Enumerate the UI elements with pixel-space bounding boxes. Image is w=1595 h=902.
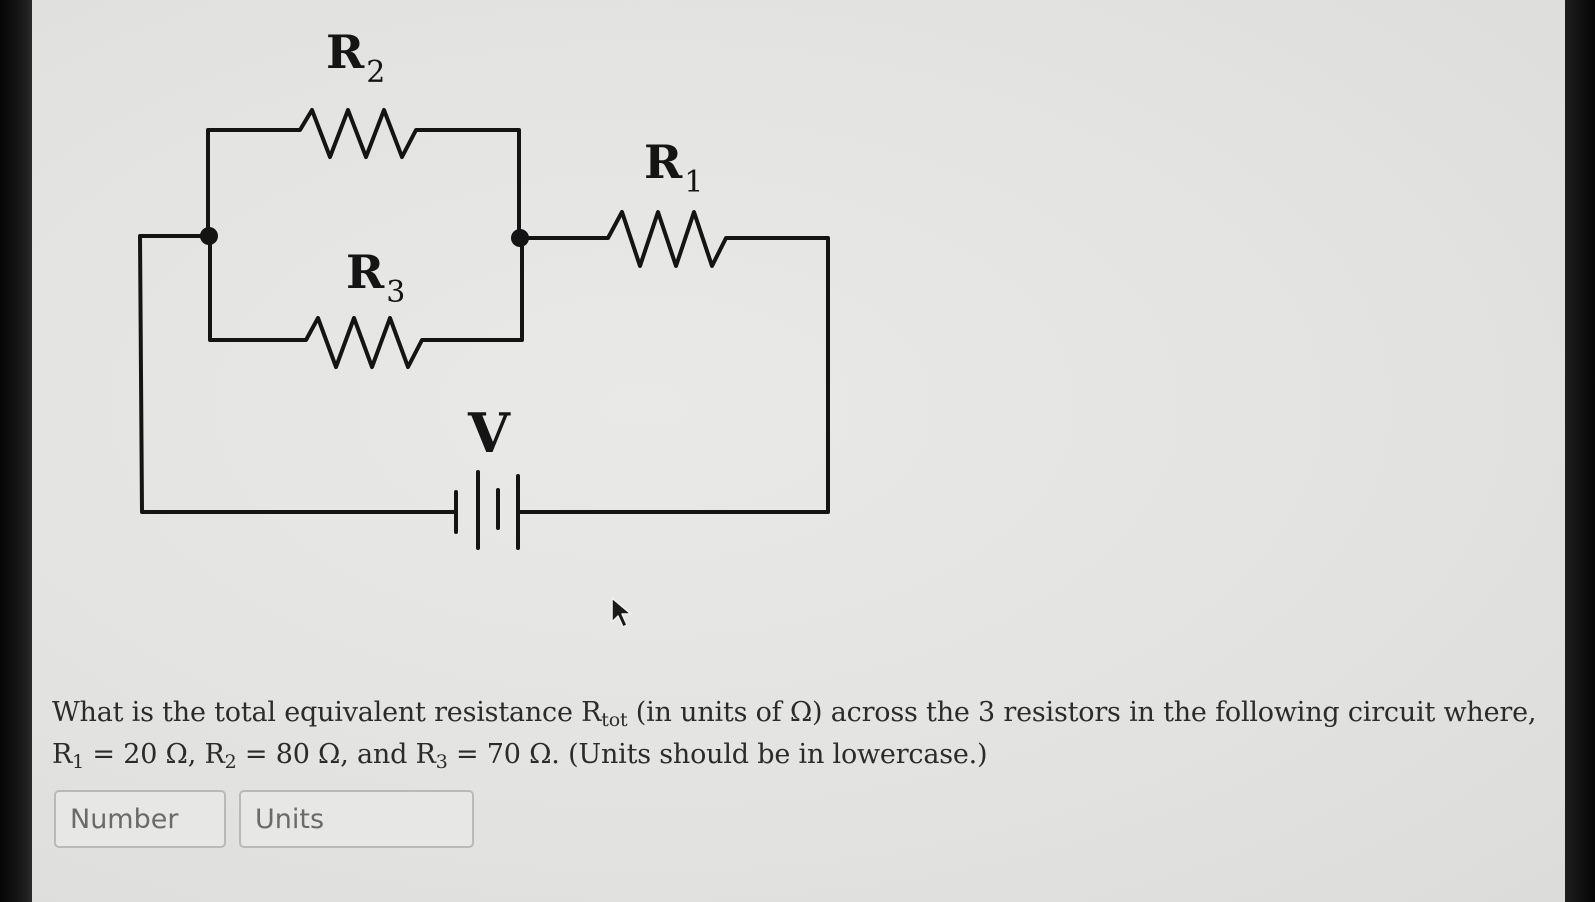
- number-input[interactable]: [54, 790, 226, 848]
- r3-wire: [208, 234, 524, 369]
- r1-wire: [516, 210, 830, 514]
- question-text: What is the total equivalent resistance …: [52, 697, 1537, 773]
- circuit-diagram: R2 R1 R3 V: [138, 25, 830, 550]
- junction-dot-right: [511, 229, 529, 247]
- voltage-label: V: [467, 401, 511, 465]
- r2-label: R2: [326, 25, 385, 90]
- junction-dot-left: [200, 227, 218, 245]
- r3-label: R3: [346, 245, 405, 310]
- outer-left-wire: [138, 234, 458, 514]
- r1-label: R1: [644, 135, 703, 200]
- units-input[interactable]: [239, 790, 474, 848]
- mouse-pointer-icon: [611, 597, 632, 628]
- monitor-bezel-left: [0, 0, 32, 902]
- question-page: R2 R1 R3 V What is the total equivalent …: [32, 0, 1565, 902]
- monitor-bezel-right: [1565, 0, 1595, 902]
- r2-wire: [206, 108, 521, 240]
